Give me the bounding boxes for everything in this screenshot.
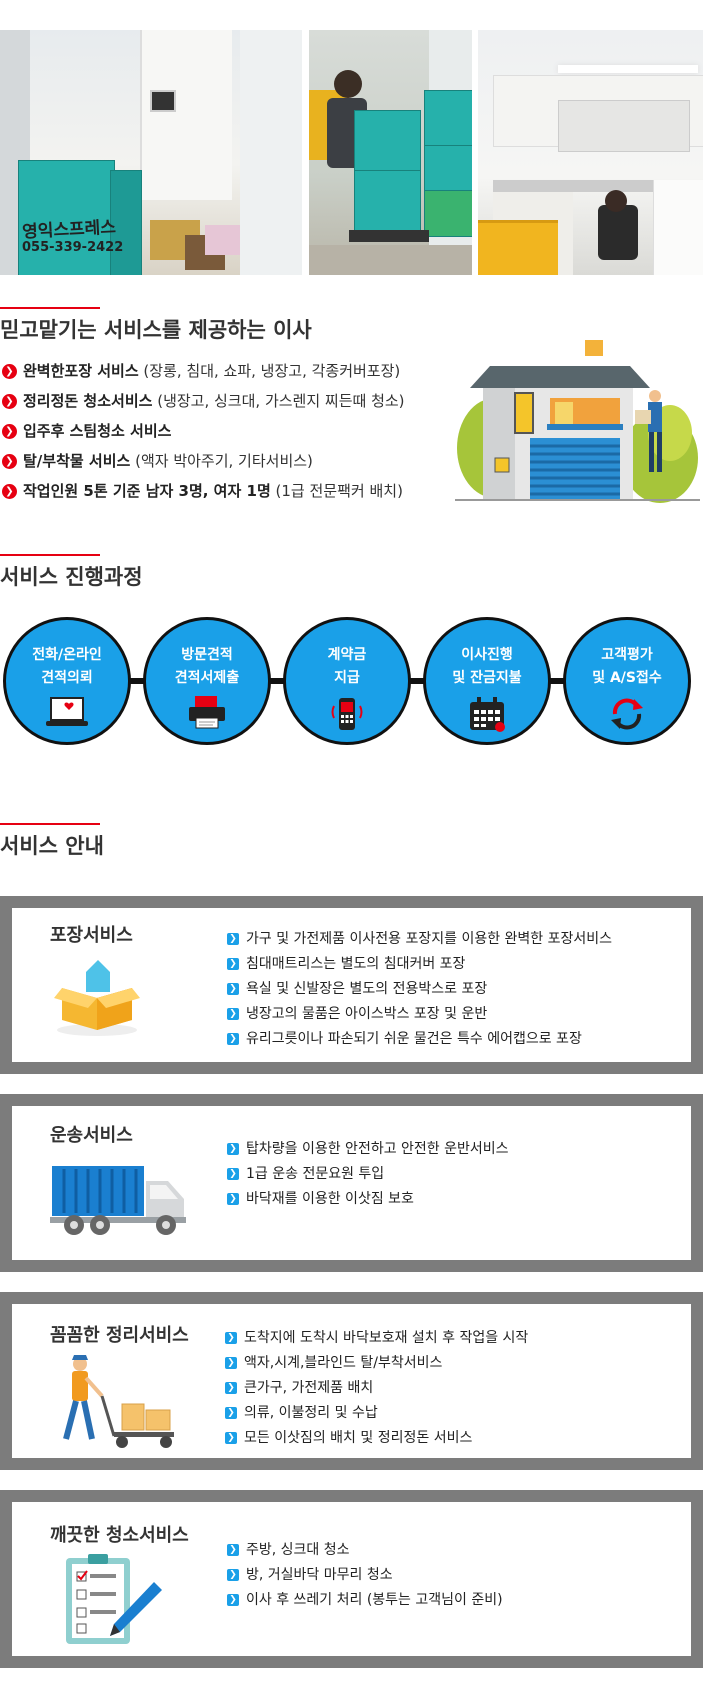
truck-icon (50, 1166, 186, 1235)
trust-item: ❯입주후 스팀청소 서비스 (2, 420, 171, 441)
chevron-right-icon: ❯ (227, 958, 239, 970)
card-item: ❯방, 거실바닥 마무리 청소 (227, 1564, 393, 1584)
card-title: 꼼꼼한 정리서비스 (50, 1325, 189, 1346)
photo-mover-pushing-boxes (309, 30, 472, 275)
card-item: ❯욕실 및 신발장은 별도의 전용박스로 포장 (227, 978, 487, 998)
card-item: ❯탑차량을 이용한 안전하고 안전한 운반서비스 (227, 1138, 509, 1158)
house-illustration-icon (455, 340, 700, 503)
chevron-right-icon: ❯ (227, 1193, 239, 1205)
photo-kitchen-cleaning (478, 30, 703, 275)
mobile-phone-icon (331, 698, 363, 730)
chevron-right-icon: ❯ (227, 983, 239, 995)
card-title: 깨끗한 청소서비스 (50, 1525, 189, 1546)
card-item: ❯모든 이삿짐의 배치 및 정리정돈 서비스 (225, 1427, 472, 1447)
process-section-title: 서비스 진행과정 (0, 565, 143, 589)
step-label-line2: 및 잔금지불 (452, 670, 522, 686)
chevron-right-icon: ❯ (227, 1544, 239, 1556)
box-phone: 055-339-2422 (22, 240, 124, 255)
section-accent-line (0, 554, 100, 556)
laptop-icon (46, 697, 88, 726)
section-accent-line (0, 823, 100, 825)
chevron-right-icon: ❯ (227, 933, 239, 945)
calendar-icon (470, 697, 505, 732)
card-item: ❯1급 운송 전문요원 투입 (227, 1163, 384, 1183)
checklist-icon (66, 1554, 162, 1644)
card-item: ❯큰가구, 가전제품 배치 (225, 1377, 373, 1397)
chevron-right-icon: ❯ (2, 484, 17, 499)
card-item: ❯가구 및 가전제품 이사전용 포장지를 이용한 완벽한 포장서비스 (227, 928, 612, 948)
card-title: 운송서비스 (50, 1125, 133, 1146)
box-label: 영익스프레스 (21, 217, 117, 243)
card-item: ❯유리그릇이나 파손되기 쉬운 물건은 특수 에어캡으로 포장 (227, 1028, 582, 1048)
photo-moving-boxes-room: 영익스프레스 055-339-2422 (0, 30, 302, 275)
service-card-transport: 운송서비스 ❯탑차량을 이용한 안전하고 안전한 운반서비스 ❯1급 운송 전문… (0, 1094, 703, 1272)
chevron-right-icon: ❯ (225, 1332, 237, 1344)
step-label-line1: 이사진행 (461, 647, 513, 663)
chevron-right-icon: ❯ (225, 1432, 237, 1444)
step-label-line2: 지급 (334, 670, 360, 686)
process-step-1: 전화/온라인 견적의뢰 (3, 617, 131, 745)
hand-truck-worker-icon (63, 1355, 174, 1448)
chevron-right-icon: ❯ (227, 1008, 239, 1020)
chevron-right-icon: ❯ (2, 364, 17, 379)
chevron-right-icon: ❯ (2, 454, 17, 469)
chevron-right-icon: ❯ (227, 1033, 239, 1045)
process-step-5: 고객평가 및 A/S접수 (563, 617, 691, 745)
card-title: 포장서비스 (50, 925, 133, 946)
chevron-right-icon: ❯ (227, 1168, 239, 1180)
printer-icon (189, 696, 225, 729)
chevron-right-icon: ❯ (227, 1569, 239, 1581)
chevron-right-icon: ❯ (2, 394, 17, 409)
step-label-line2: 견적의뢰 (41, 670, 93, 686)
chevron-right-icon: ❯ (225, 1382, 237, 1394)
service-card-cleaning: 깨끗한 청소서비스 ❯주방, 싱크대 청소 ❯방, 거실바닥 마무리 청소 ❯이… (0, 1490, 703, 1668)
chevron-right-icon: ❯ (227, 1594, 239, 1606)
chevron-right-icon: ❯ (227, 1143, 239, 1155)
trust-item: ❯탈/부착물 서비스 (액자 박아주기, 기타서비스) (2, 450, 313, 471)
card-item: ❯냉장고의 물품은 아이스박스 포장 및 운반 (227, 1003, 487, 1023)
chevron-right-icon: ❯ (2, 424, 17, 439)
service-card-packing: 포장서비스 ❯가구 및 가전제품 이사전용 포장지를 이용한 완벽한 포장서비스… (0, 896, 703, 1074)
step-label-line2: 견적서제출 (174, 670, 240, 686)
box-icon (54, 960, 140, 1036)
service-card-arranging: 꼼꼼한 정리서비스 ❯도착지에 도착시 바닥보호재 설치 후 작업을 시작 ❯액… (0, 1292, 703, 1470)
step-label-line1: 전화/온라인 (32, 647, 102, 663)
chevron-right-icon: ❯ (225, 1407, 237, 1419)
step-label-line1: 방문견적 (181, 647, 233, 663)
trust-item: ❯완벽한포장 서비스 (장롱, 침대, 쇼파, 냉장고, 각종커버포장) (2, 360, 400, 381)
card-item: ❯주방, 싱크대 청소 (227, 1539, 350, 1559)
card-item: ❯침대매트리스는 별도의 침대커버 포장 (227, 953, 465, 973)
refresh-icon (611, 698, 643, 730)
card-item: ❯이사 후 쓰레기 처리 (봉투는 고객님이 준비) (227, 1589, 503, 1609)
trust-section-title: 믿고맡기는 서비스를 제공하는 이사 (0, 318, 312, 342)
card-item: ❯액자,시계,블라인드 탈/부착서비스 (225, 1352, 442, 1372)
step-label-line2: 및 A/S접수 (592, 670, 662, 686)
step-label-line1: 고객평가 (601, 647, 653, 663)
card-item: ❯도착지에 도착시 바닥보호재 설치 후 작업을 시작 (225, 1327, 528, 1347)
section-accent-line (0, 307, 100, 309)
process-step-4: 이사진행 및 잔금지불 (423, 617, 551, 745)
guide-section-title: 서비스 안내 (0, 834, 104, 858)
chevron-right-icon: ❯ (225, 1357, 237, 1369)
card-item: ❯의류, 이불정리 및 수납 (225, 1402, 378, 1422)
step-label-line1: 계약금 (327, 647, 367, 663)
process-step-3: 계약금 지급 (283, 617, 411, 745)
card-item: ❯바닥재를 이용한 이삿짐 보호 (227, 1188, 414, 1208)
trust-item: ❯정리정돈 청소서비스 (냉장고, 싱크대, 가스렌지 찌든때 청소) (2, 390, 405, 411)
process-step-2: 방문견적 견적서제출 (143, 617, 271, 745)
trust-item: ❯작업인원 5톤 기준 남자 3명, 여자 1명 (1급 전문팩커 배치) (2, 480, 403, 501)
